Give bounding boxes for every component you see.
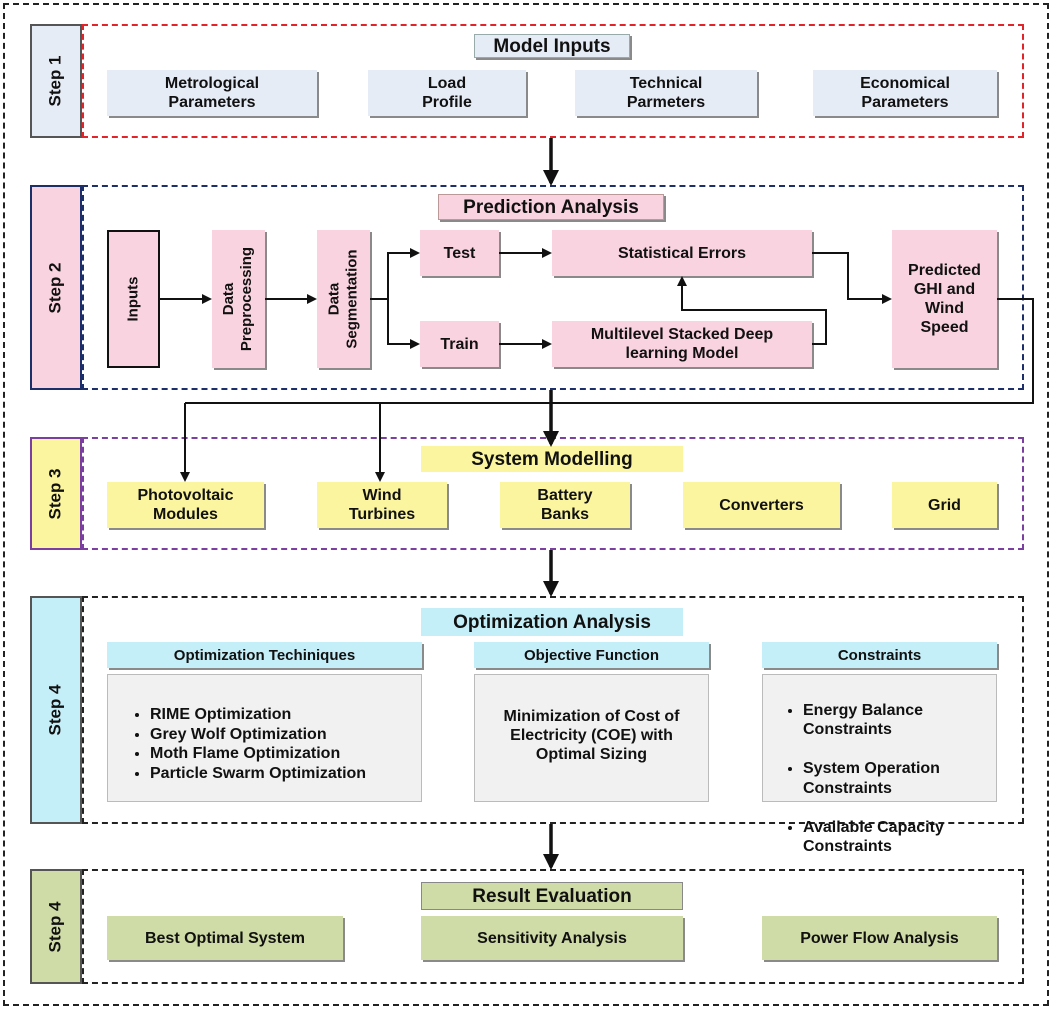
technique-item: Particle Swarm Optimization (150, 764, 366, 784)
techniques-panel: RIME Optimization Grey Wolf Optimization… (107, 674, 422, 802)
step5-title: Result Evaluation (421, 882, 683, 910)
arrow-errors-predicted (812, 252, 892, 304)
step1-tab: Step 1 (30, 24, 82, 138)
arrow-segmentation-test (370, 248, 420, 300)
constraints-panel: Energy Balance Constraints System Operat… (762, 674, 997, 855)
step1-section (82, 24, 1024, 138)
battery-banks-box: Battery Banks (500, 482, 630, 528)
constraint-item: Energy Balance Constraints (803, 701, 996, 740)
technique-item: RIME Optimization (150, 705, 366, 725)
step4-title: Optimization Analysis (421, 608, 683, 636)
photovoltaic-box: Photovoltaic Modules (107, 482, 264, 528)
input-load-profile: Load Profile (368, 70, 526, 116)
techniques-list: RIME Optimization Grey Wolf Optimization… (108, 693, 366, 783)
technique-item: Moth Flame Optimization (150, 744, 366, 764)
best-optimal-system-box: Best Optimal System (107, 916, 343, 960)
input-technical: Technical Parmeters (575, 70, 757, 116)
step5-section (82, 869, 1024, 984)
statistical-errors-box: Statistical Errors (552, 230, 812, 276)
data-preprocessing-box: Data Preprocessing (212, 230, 265, 368)
step3-title: System Modelling (421, 446, 683, 472)
train-box: Train (420, 321, 499, 367)
step4-tab: Step 4 (30, 596, 82, 824)
converters-box: Converters (683, 482, 840, 528)
predicted-box: Predicted GHI and Wind Speed (892, 230, 997, 368)
power-flow-analysis-box: Power Flow Analysis (762, 916, 997, 960)
constraints-list: Energy Balance Constraints System Operat… (763, 675, 996, 876)
step5-tab: Step 4 (30, 869, 82, 984)
sensitivity-analysis-box: Sensitivity Analysis (421, 916, 683, 960)
inputs-box: Inputs (107, 230, 160, 368)
constraint-item: Available Capacity Constraints (803, 818, 996, 857)
stacked-model-box: Multilevel Stacked Deep learning Model (552, 321, 812, 367)
test-box: Test (420, 230, 499, 276)
objective-header: Objective Function (474, 642, 709, 668)
objective-panel: Minimization of Cost of Electricity (COE… (474, 674, 709, 802)
arrow-segmentation-train (387, 299, 420, 349)
wind-turbines-box: Wind Turbines (317, 482, 447, 528)
arrow-model-feedback (677, 276, 827, 345)
technique-item: Grey Wolf Optimization (150, 725, 366, 745)
step4-section (82, 596, 1024, 824)
constraint-item: System Operation Constraints (803, 759, 996, 798)
step3-tab: Step 3 (30, 437, 82, 550)
input-metrological: Metrological Parameters (107, 70, 317, 116)
connector-predicted-out (185, 298, 1034, 404)
step2-title: Prediction Analysis (438, 194, 664, 220)
input-economical: Economical Parameters (813, 70, 997, 116)
step1-title: Model Inputs (474, 34, 630, 58)
data-segmentation-box: Data Segmentation (317, 230, 370, 368)
constraints-header: Constraints (762, 642, 997, 668)
grid-box: Grid (892, 482, 997, 528)
step2-section (82, 185, 1024, 390)
step2-tab: Step 2 (30, 185, 82, 390)
techniques-header: Optimization Techiniques (107, 642, 422, 668)
outer-frame (3, 3, 1049, 1006)
